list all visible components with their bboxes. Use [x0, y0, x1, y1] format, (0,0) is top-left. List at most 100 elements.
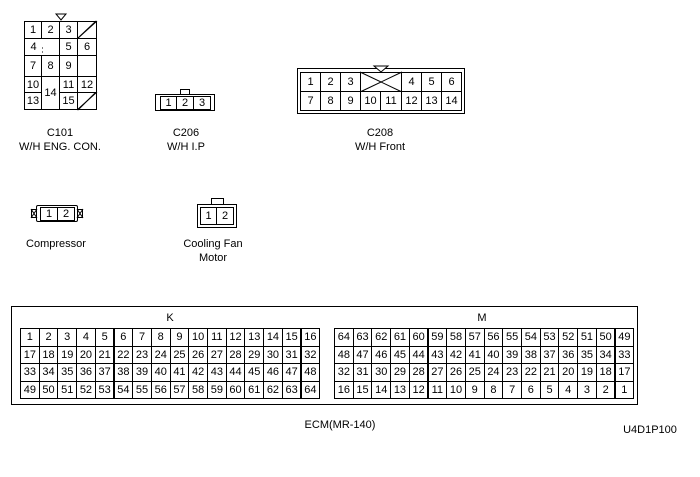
ecm-m-pin: 20	[558, 363, 579, 382]
ecm-k-pin: 58	[188, 380, 208, 399]
compressor-pin: 2	[57, 207, 75, 221]
ecm-m-pin: 51	[577, 328, 597, 347]
ecm-m-pin: 47	[352, 345, 373, 364]
ecm-k-pin: 1	[20, 328, 40, 347]
ecm-k-pin: 5	[94, 328, 115, 347]
ecm-m-pin: 41	[464, 345, 485, 364]
ecm-k-pin: 6	[113, 328, 134, 347]
c101-pin: 8	[41, 55, 60, 77]
c101-pin: 5	[59, 38, 78, 56]
ecm-k-pin: 57	[169, 380, 190, 399]
ecm-k-pin: 23	[132, 345, 152, 364]
c208-pin: 9	[340, 91, 361, 111]
ecm-k-pin: 2	[38, 328, 59, 347]
ecm-m-pin: 31	[352, 363, 373, 382]
ecm-m-pin: 50	[595, 328, 616, 347]
ecm-m-pin: 12	[408, 380, 429, 399]
c206-pin: 1	[160, 96, 177, 110]
ecm-k-pin: 7	[132, 328, 152, 347]
ecm-m-pin: 13	[390, 380, 410, 399]
ecm-k-pin: 17	[20, 345, 40, 364]
c101-pin: 11	[59, 76, 78, 93]
ecm-k-pin: 25	[169, 345, 190, 364]
ecm-m-pin: 60	[408, 328, 429, 347]
ecm-m-pin: 63	[352, 328, 373, 347]
c101-pin: 6	[77, 38, 97, 56]
ecm-m-pin: 32	[334, 363, 354, 382]
c206-latch	[180, 89, 190, 95]
ecm-m-pin: 11	[427, 380, 448, 399]
cooling-fan-label-line2: Motor	[198, 252, 228, 264]
ecm-k-pin: 38	[113, 363, 134, 382]
ecm-k-pin: 33	[20, 363, 40, 382]
c101-blank-cell	[77, 55, 97, 77]
ecm-m-pin: 45	[390, 345, 410, 364]
ecm-m-pin: 59	[427, 328, 448, 347]
ecm-k-pin: 22	[113, 345, 134, 364]
ecm-k-pin: 28	[225, 345, 246, 364]
compressor-right-ear	[77, 209, 83, 218]
ecm-k-pin: 55	[132, 380, 152, 399]
ecm-k-pin: 15	[281, 328, 302, 347]
ecm-m-pin: 27	[427, 363, 448, 382]
ecm-m-pin: 40	[483, 345, 504, 364]
ecm-m-pin: 37	[539, 345, 560, 364]
ecm-k-pin: 60	[225, 380, 246, 399]
ecm-m-pin: 24	[483, 363, 504, 382]
ecm-m-pin: 5	[539, 380, 560, 399]
cooling-fan-pin: 2	[216, 207, 234, 225]
c208-pin: 13	[421, 91, 442, 111]
ecm-m-pin: 16	[334, 380, 354, 399]
ecm-k-pin: 35	[57, 363, 78, 382]
ecm-k-pin: 52	[76, 380, 96, 399]
ecm-k-pin: 14	[263, 328, 283, 347]
ecm-m-label: M	[477, 312, 487, 324]
ecm-k-pin: 31	[281, 345, 302, 364]
ecm-k-pin: 32	[300, 345, 321, 364]
cooling-fan-label-line1: Cooling Fan	[183, 238, 243, 250]
ecm-k-pin: 3	[57, 328, 78, 347]
ecm-k-pin: 16	[300, 328, 321, 347]
ecm-m-pin: 17	[614, 363, 635, 382]
c208-pin: 12	[401, 91, 422, 111]
ecm-m-pin: 9	[464, 380, 485, 399]
ecm-k-pin: 37	[94, 363, 115, 382]
ecm-m-pin: 2	[595, 380, 616, 399]
c208-pin: 1	[300, 72, 321, 92]
ecm-k-pin: 10	[188, 328, 208, 347]
c208-blocked-cell	[360, 72, 402, 92]
ecm-m-pin: 23	[502, 363, 522, 382]
ecm-k-pin: 36	[76, 363, 96, 382]
ecm-k-pin: 61	[244, 380, 265, 399]
ecm-k-pin: 18	[38, 345, 59, 364]
c101-pin: 3	[59, 21, 78, 39]
ecm-m-pin: 19	[577, 363, 597, 382]
ecm-k-pin: 4	[76, 328, 96, 347]
c208-pin: 3	[340, 72, 361, 92]
ecm-k-pin: 21	[94, 345, 115, 364]
ecm-m-pin: 29	[390, 363, 410, 382]
ecm-m-pin: 21	[539, 363, 560, 382]
c206-id: C206	[172, 127, 200, 139]
c101-pin: 13	[24, 92, 42, 110]
ecm-m-pin: 35	[577, 345, 597, 364]
c101-desc: W/H ENG. CON.	[19, 141, 101, 153]
ecm-m-pin: 28	[408, 363, 429, 382]
ecm-m-pin: 58	[446, 328, 466, 347]
c208-pin: 7	[300, 91, 321, 111]
ecm-k-pin: 20	[76, 345, 96, 364]
ecm-m-pin: 25	[464, 363, 485, 382]
c208-pin: 11	[380, 91, 402, 111]
c206-desc: W/H I.P	[167, 141, 205, 153]
compressor-pin: 1	[40, 207, 58, 221]
ecm-k-pin: 51	[57, 380, 78, 399]
ecm-m-pin: 52	[558, 328, 579, 347]
c101-pin: 4	[24, 38, 42, 56]
ecm-k-pin: 49	[20, 380, 40, 399]
c101-id: C101	[46, 127, 74, 139]
ecm-k-pin: 59	[207, 380, 227, 399]
ecm-m-pin: 34	[595, 345, 616, 364]
c101-pin: 15	[59, 92, 78, 110]
ecm-m-pin: 48	[334, 345, 354, 364]
c208-desc: W/H Front	[354, 141, 406, 153]
